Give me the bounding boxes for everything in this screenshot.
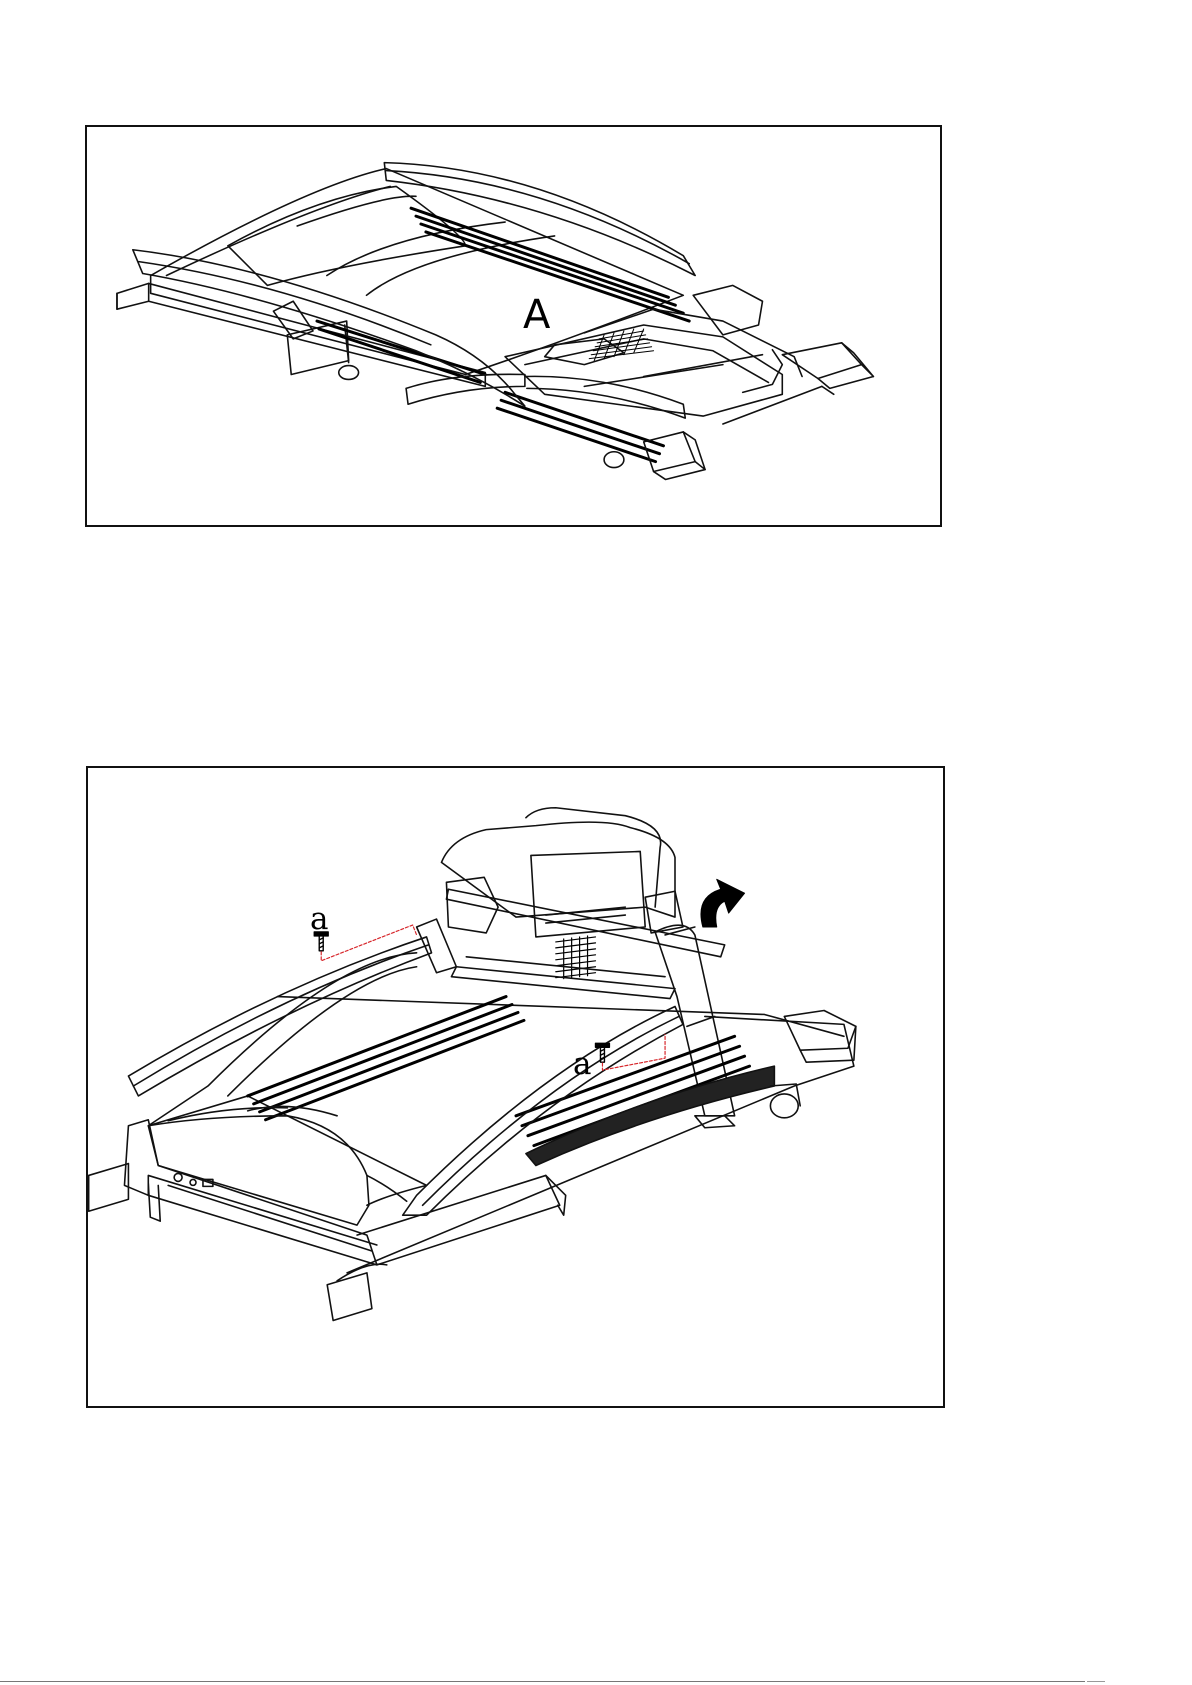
base-front-panel [89,1120,377,1265]
end-cap-rear [723,343,873,424]
figure-1-folded-treadmill: A [85,125,942,527]
console-grille [556,936,596,979]
treadmill-upright-drawing [88,768,943,1406]
callout-line-a1 [321,925,416,961]
belt-stripes [248,997,755,1156]
rear-end-cap [784,1010,856,1062]
speaker-grille [589,329,653,361]
belt-rear-shadow [526,1066,774,1165]
rotate-arrow-icon [701,879,745,927]
footer-tick [1087,1681,1105,1682]
callout-label-A: A [523,295,550,335]
callout-label-a: a [573,1049,591,1080]
footer-rule [0,1681,1085,1682]
callout-label-a: a [310,904,328,935]
figure-2-upright-raised: a a [86,766,945,1408]
console-display [441,808,682,937]
treadmill-folded-drawing [87,127,940,525]
running-deck [151,169,684,375]
upright-rail-left [133,250,525,406]
